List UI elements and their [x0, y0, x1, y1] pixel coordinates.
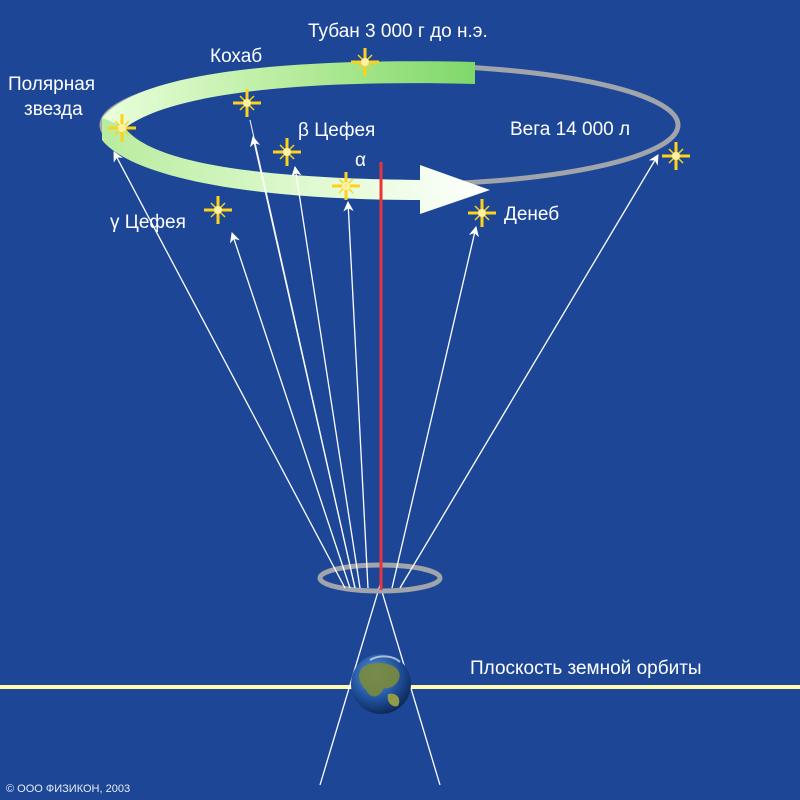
label-thuban: Тубан 3 000 г до н.э. [308, 21, 488, 42]
label-vega: Вега 14 000 л [510, 119, 630, 140]
earth-icon [351, 654, 411, 714]
label-orbit-plane: Плоскость земной орбиты [470, 658, 702, 679]
star-icon [271, 136, 303, 168]
label-beta-cephei: β Цефея [298, 120, 375, 141]
star-icon [660, 140, 692, 172]
star-icon [202, 194, 234, 226]
label-alpha: α [355, 150, 366, 171]
copyright-text: © ООО ФИЗИКОН, 2003 [6, 783, 130, 795]
label-deneb: Денеб [504, 204, 559, 225]
precession-path-upper [102, 61, 475, 128]
label-polaris-line1: Полярная [8, 74, 95, 95]
upper-rays [249, 119, 356, 589]
star-icon [466, 197, 498, 229]
star-icon [231, 87, 263, 119]
precession-path-lower [102, 118, 490, 214]
label-kochab: Кохаб [210, 46, 262, 67]
sight-rays [113, 135, 659, 589]
label-gamma-cephei: γ Цефея [110, 212, 186, 233]
label-polaris-line2: звезда [24, 99, 83, 120]
